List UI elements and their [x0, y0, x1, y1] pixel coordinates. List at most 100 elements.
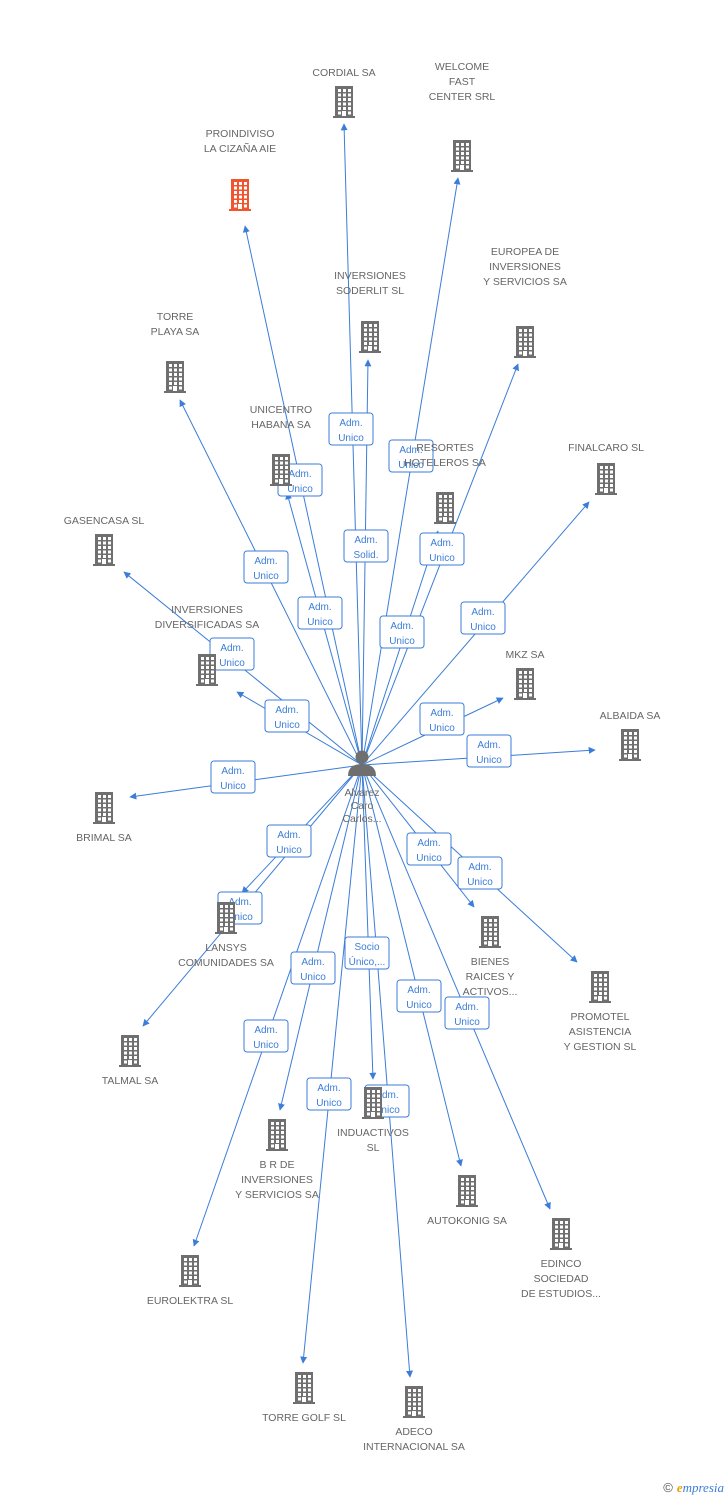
edge-label-gasencasa[interactable]: Adm.Unico: [209, 637, 255, 671]
edge-to-inductivos: [361, 764, 377, 1080]
building-icon: [451, 140, 473, 172]
edge-label-inv_soderlit[interactable]: Adm.Solid.: [343, 529, 389, 563]
node-label: TALMAL SA: [102, 1075, 159, 1087]
node-talmal[interactable]: TALMAL SA: [102, 1035, 159, 1087]
edge-label-torre_golf[interactable]: Adm.Unico: [306, 1077, 352, 1111]
person-icon: [348, 750, 376, 776]
edge-label-bienes[interactable]: Adm.Unico: [406, 832, 452, 866]
edge-label-finalcaro[interactable]: Adm.Unico: [460, 601, 506, 635]
edge-label-text: Adm.Unico: [227, 897, 253, 923]
node-cordial[interactable]: CORDIAL SA: [312, 67, 376, 118]
edge-to-eurolektra: [192, 764, 363, 1247]
edge-label-brimal[interactable]: Adm.Unico: [210, 760, 256, 794]
edge-label-text: Adm.Unico: [429, 538, 455, 564]
node-albaida[interactable]: ALBAIDA SA: [600, 710, 661, 761]
copyright-symbol: ©: [663, 1480, 673, 1495]
node-autokonig[interactable]: AUTOKONIG SA: [427, 1175, 507, 1227]
node-label: BRIMAL SA: [76, 832, 132, 844]
building-icon: [164, 361, 186, 393]
node-torre_golf[interactable]: TORRE GOLF SL: [262, 1372, 346, 1424]
edges-layer: [123, 123, 596, 1378]
node-gasencasa[interactable]: GASENCASA SL: [64, 515, 145, 566]
edge-label-text: Adm.Unico: [406, 985, 432, 1011]
edge-label-eurolektra[interactable]: Adm.Unico: [243, 1019, 289, 1053]
edge-label-cordial[interactable]: Adm.Unico: [328, 412, 374, 446]
node-eurolektra[interactable]: EUROLEKTRA SL: [147, 1255, 234, 1307]
edge-label-text: Adm.Unico: [470, 607, 496, 633]
building-icon: [119, 1035, 141, 1067]
edge-label-text: Adm.Solid.: [353, 535, 378, 561]
edge-label-autokonig[interactable]: Adm.Unico: [396, 979, 442, 1013]
node-label: MKZ SA: [505, 649, 544, 661]
brand-initial: e: [676, 1480, 683, 1495]
edge-label-inv_divers[interactable]: Adm.Unico: [264, 699, 310, 733]
edge-label-lansys[interactable]: Adm.Unico: [266, 824, 312, 858]
edge-label-unicentro[interactable]: Adm.Unico: [297, 596, 343, 630]
edge-to-torre_golf: [300, 764, 363, 1364]
edge-label-text: Adm.Unico: [276, 830, 302, 856]
building-icon: [550, 1218, 572, 1250]
brand-footer[interactable]: ©empresia: [663, 1480, 724, 1496]
edge-label-text: Adm.Unico: [300, 957, 326, 983]
building-icon: [403, 1386, 425, 1418]
edge-label-text: Adm.Unico: [274, 705, 300, 731]
edge-label-mkz[interactable]: Adm.Unico: [419, 702, 465, 736]
building-icon: [93, 792, 115, 824]
edge-label-text: Adm.Unico: [253, 1025, 279, 1051]
building-icon: [270, 454, 292, 486]
node-finalcaro[interactable]: FINALCARO SL: [568, 442, 644, 495]
edge-label-albaida[interactable]: Adm.Unico: [466, 734, 512, 768]
building-icon: [456, 1175, 478, 1207]
brand-name: mpresia: [682, 1480, 724, 1495]
edge-label-europea[interactable]: Adm.Unico: [419, 532, 465, 566]
edge-label-text: Adm.Unico: [220, 766, 246, 792]
building-icon: [359, 321, 381, 353]
building-icon: [179, 1255, 201, 1287]
edge-label-brde[interactable]: Adm.Unico: [290, 951, 336, 985]
edge-label-welcome[interactable]: Adm.Unico: [388, 439, 434, 473]
node-brimal[interactable]: BRIMAL SA: [76, 792, 132, 844]
building-icon: [362, 1087, 384, 1119]
edge-label-text: Adm.Unico: [398, 445, 424, 471]
edge-label-text: Adm.Unico: [316, 1083, 342, 1109]
edge-label-torre_playa[interactable]: Adm.Unico: [243, 550, 289, 584]
node-mkz[interactable]: MKZ SA: [505, 649, 545, 700]
edge-label-promotel[interactable]: Adm.Unico: [457, 856, 503, 890]
node-label: AUTOKONIG SA: [427, 1215, 507, 1227]
edge-labels-layer: Adm.UnicoAdm.UnicoAdm.UnicoAdm.Solid.Adm…: [209, 412, 512, 1118]
building-icon: [514, 326, 536, 358]
edge-label-text: Adm.Unico: [219, 643, 245, 669]
node-label: CORDIAL SA: [312, 67, 375, 79]
edge-label-edinco[interactable]: Adm.Unico: [444, 996, 490, 1030]
node-label: TORRE GOLF SL: [262, 1412, 346, 1424]
edge-label-resortes[interactable]: Adm.Unico: [379, 615, 425, 649]
